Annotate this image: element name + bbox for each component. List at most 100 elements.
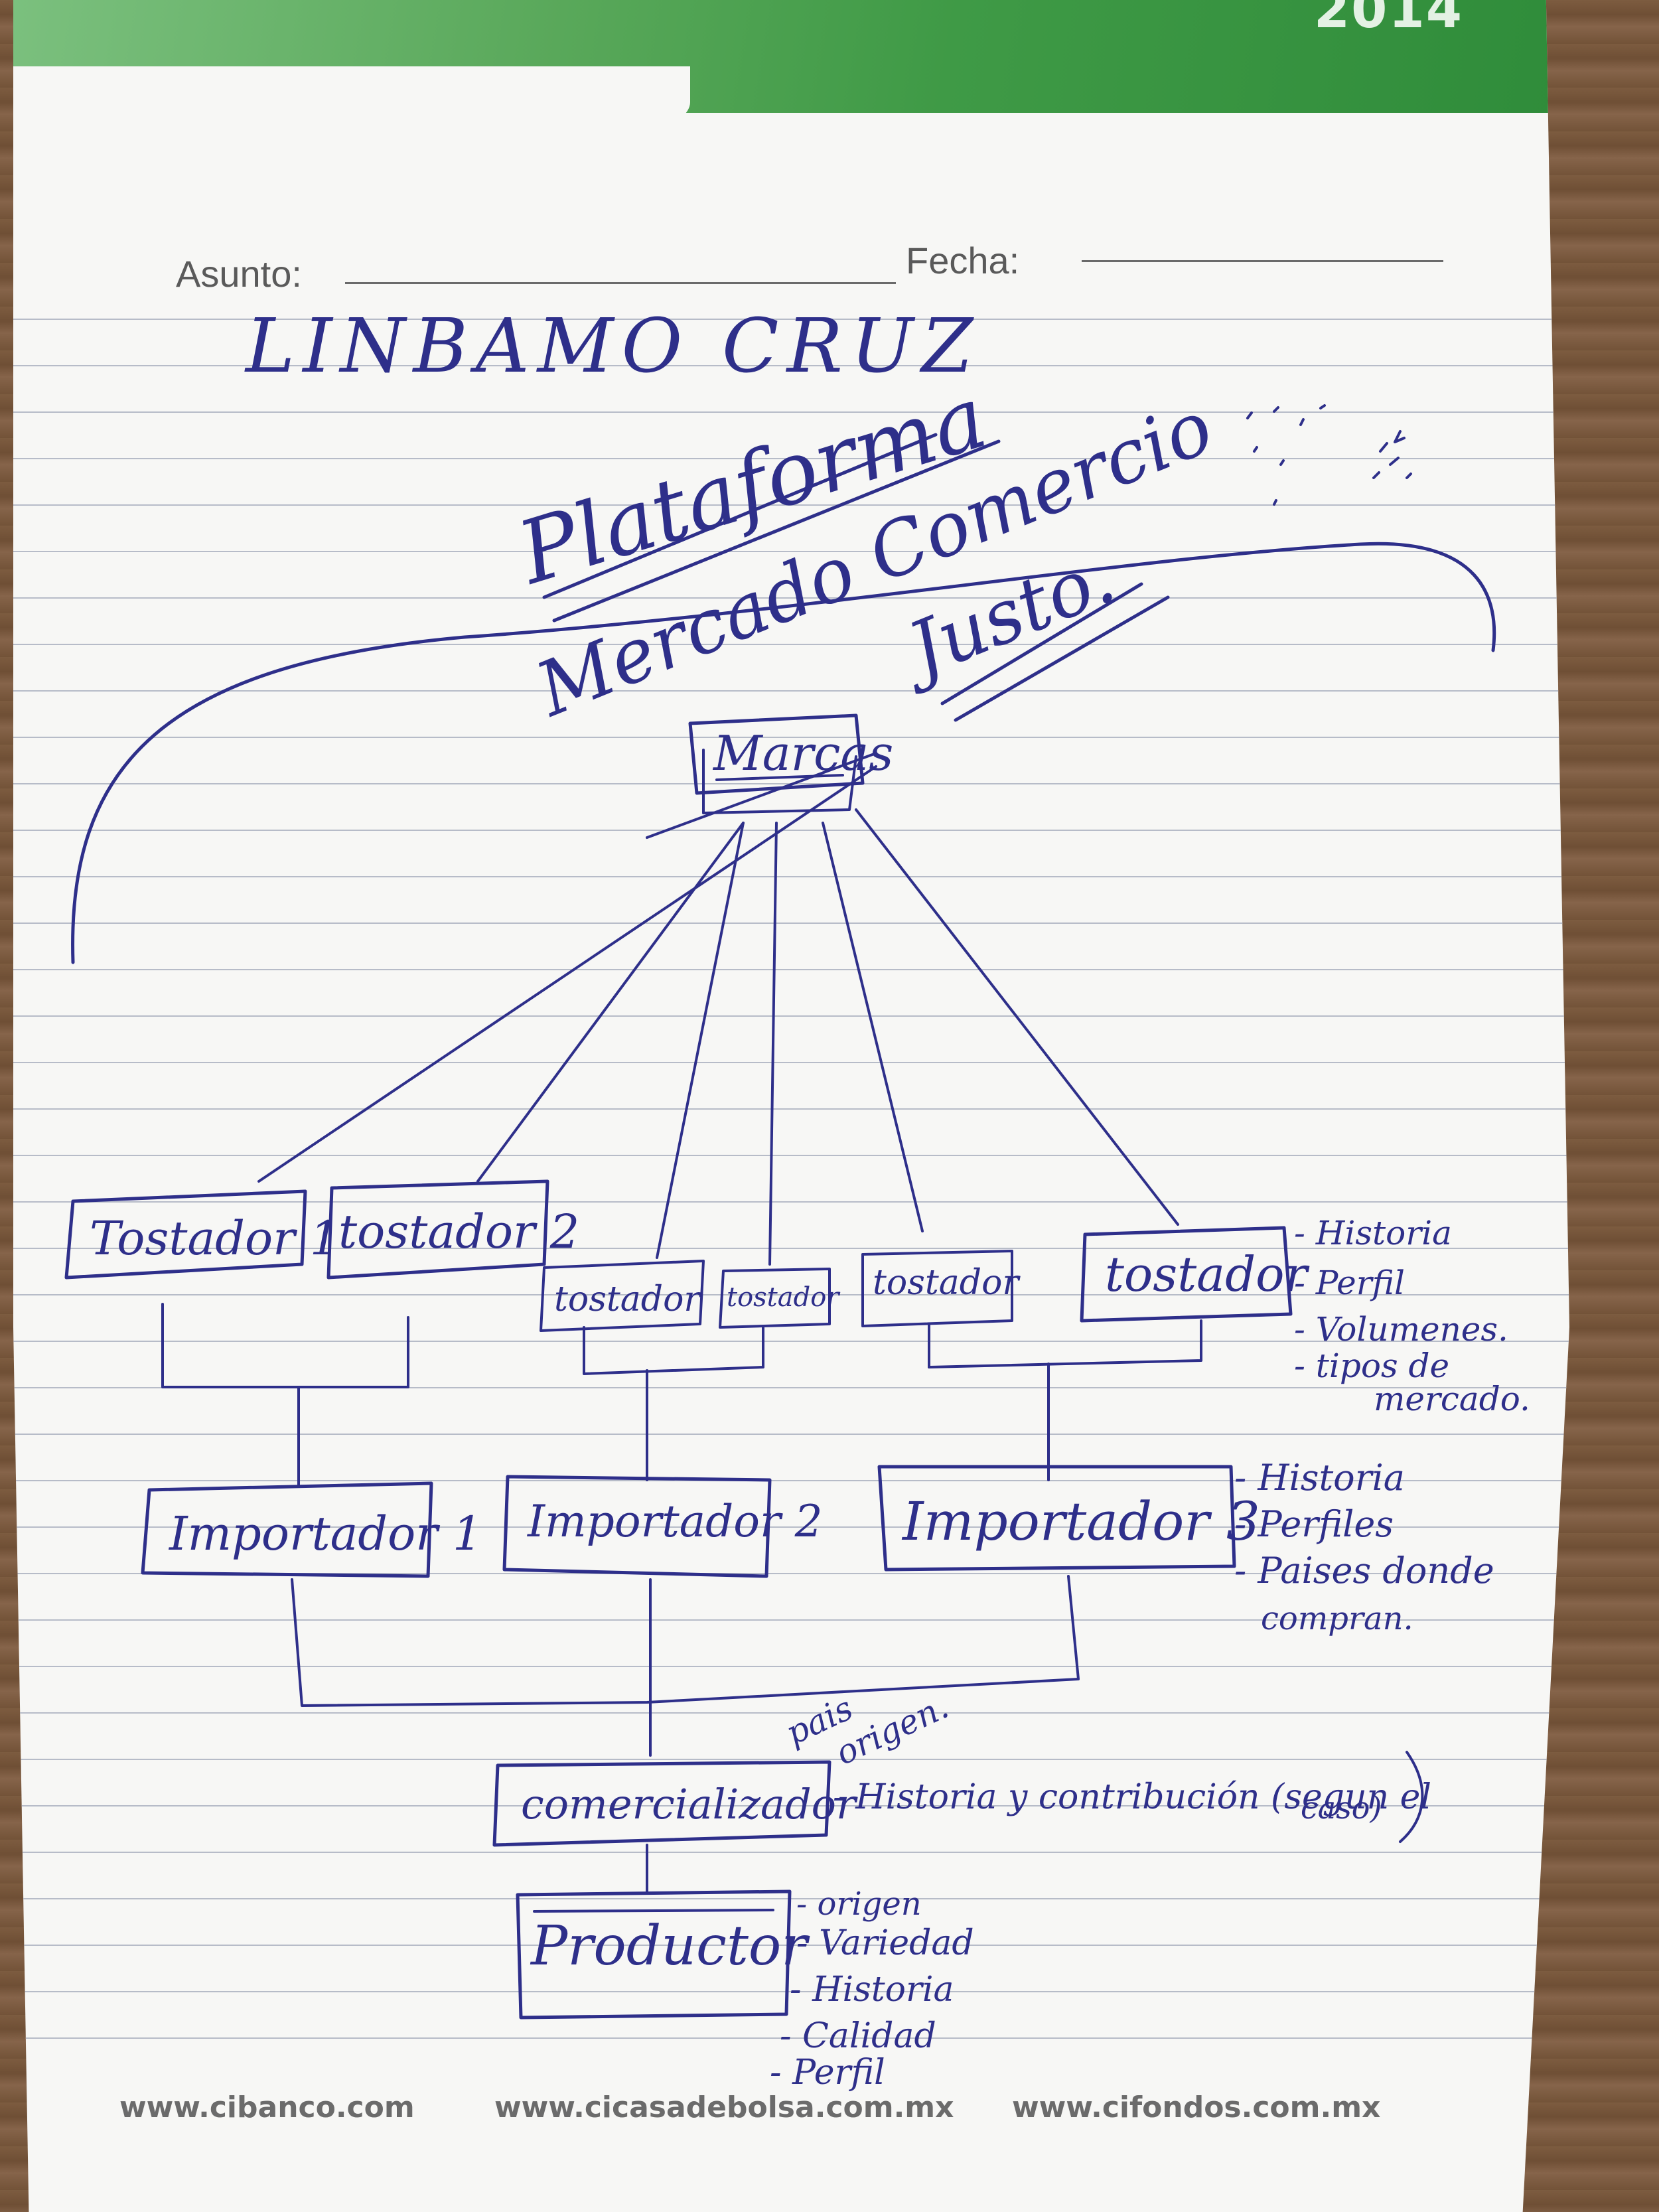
asunto-line — [345, 282, 896, 284]
tostador-importador-connectors — [161, 1303, 1202, 1488]
marcas-box — [688, 713, 865, 795]
ruled-line — [13, 551, 1569, 552]
ruled-line — [13, 597, 1569, 599]
fecha-label: Fecha: — [906, 240, 1020, 281]
ruled-line — [13, 2037, 1569, 2039]
ruled-line — [13, 1387, 1569, 1388]
justo-underline-1 — [940, 582, 1143, 705]
importador-note-4: compran. — [1261, 1600, 1413, 1637]
footer-url-cifondos: www.cifondos.com.mx — [1012, 2091, 1381, 2124]
importador-2-box — [502, 1475, 772, 1578]
ruled-line — [13, 1898, 1569, 1899]
tostador-note-4: - tipos de — [1294, 1347, 1449, 1385]
importador-note-1: - Historia — [1234, 1457, 1405, 1499]
importador-1-text: Importador 1 — [168, 1507, 482, 1561]
importador-note-3: - Paises donde — [1234, 1550, 1494, 1591]
productor-note-3: - Historia — [790, 1970, 954, 2010]
ruled-line — [13, 1434, 1569, 1435]
tostador-2-box — [326, 1179, 549, 1280]
marcas-text: Marcas — [712, 725, 893, 781]
productor-note-1: - origen — [796, 1885, 922, 1923]
ruled-line — [13, 1480, 1569, 1481]
ruled-line — [13, 365, 1569, 366]
ruled-line — [13, 876, 1569, 877]
tostador-small-3-text: tostador — [873, 1263, 1021, 1303]
asunto-label: Asunto: — [176, 253, 302, 295]
ruled-line — [13, 1759, 1569, 1760]
importador-2-text: Importador 2 — [527, 1496, 823, 1547]
ruled-line — [13, 1294, 1569, 1295]
ruled-line — [13, 737, 1569, 738]
ruled-line — [13, 969, 1569, 970]
tostador-right-text: tostador — [1105, 1246, 1310, 1302]
caso-text: caso) — [1301, 1790, 1382, 1826]
tostador-right-box — [1080, 1226, 1293, 1323]
platform-bracket-arc — [71, 542, 1496, 964]
ruled-line — [13, 1155, 1569, 1156]
ruled-line — [13, 644, 1569, 645]
importador-note-2: - Perfiles — [1234, 1503, 1394, 1545]
tostador-note-5: mercado. — [1374, 1380, 1530, 1418]
ruled-line — [13, 1945, 1569, 1946]
origen-text: origen. — [830, 1687, 954, 1773]
marcas-underline — [715, 774, 844, 781]
productor-note-2: - Variedad — [796, 1923, 974, 1963]
tostador-small-2-box — [719, 1268, 831, 1329]
ruled-line — [13, 1526, 1569, 1528]
ruled-line — [13, 922, 1569, 924]
productor-note-4: - Calidad — [780, 2016, 936, 2056]
ruled-line — [13, 1062, 1569, 1063]
productor-text: Productor — [530, 1915, 810, 1978]
comercializador-box — [492, 1760, 831, 1847]
importador-3-text: Importador 3 — [901, 1491, 1260, 1552]
header-year: 2014 — [1313, 0, 1463, 40]
ruled-line — [13, 1108, 1569, 1110]
ruled-line — [13, 319, 1569, 320]
ruled-line — [13, 411, 1569, 413]
importador-1-box — [141, 1481, 433, 1578]
tostador-note-1: - Historia — [1294, 1214, 1452, 1252]
plataforma-underline-2 — [552, 439, 1001, 623]
productor-notes: - origen - Variedad - Historia - Calidad… — [770, 1885, 974, 2093]
ruled-line — [13, 458, 1569, 459]
tostador-small-3-box — [861, 1250, 1013, 1327]
tostador-1-text: Tostador 1 — [90, 1211, 339, 1266]
ruled-line — [13, 1805, 1569, 1806]
closing-paren — [1399, 1751, 1424, 1843]
tostador-small-1-box — [540, 1260, 705, 1332]
tostador-note-2: - Perfil — [1294, 1264, 1405, 1302]
importador-notes: - Historia - Perfiles - Paises donde com… — [1234, 1457, 1494, 1637]
justo-underline-2 — [954, 595, 1170, 722]
ruled-line — [13, 1201, 1569, 1203]
productor-box — [516, 1889, 792, 2020]
footer-url-cicasadebolsa: www.cicasadebolsa.com.mx — [494, 2091, 954, 2124]
ruled-line — [13, 504, 1569, 506]
tostador-2-text: tostador 2 — [338, 1205, 579, 1259]
ruled-line — [13, 1991, 1569, 1992]
ruled-line — [13, 830, 1569, 831]
tostador-small-1-text: tostador — [554, 1280, 702, 1319]
comercializador-note: - Historia y contribución (segun el — [833, 1777, 1431, 1817]
productor-inner-line — [533, 1909, 774, 1913]
ruled-line — [13, 1015, 1569, 1017]
ruled-line — [13, 1248, 1569, 1249]
tostador-notes: - Historia - Perfil - Volumenes. - tipos… — [1294, 1214, 1530, 1418]
notepad-sheet: 2014 Asunto: Fecha: www.cibanco.com www.… — [13, 0, 1569, 2212]
tostador-1-box — [64, 1189, 307, 1280]
tostador-small-2-text: tostador — [727, 1282, 841, 1313]
ruled-line — [13, 1852, 1569, 1853]
fecha-line — [1082, 260, 1443, 262]
tostador-note-3: - Volumenes. — [1294, 1310, 1508, 1349]
ruled-line — [13, 1573, 1569, 1574]
footer-url-cibanco: www.cibanco.com — [119, 2091, 415, 2124]
marcas-connector-lines — [257, 752, 1179, 1266]
sparkle-scribbles — [1246, 404, 1412, 506]
handwritten-name: LINBAMO CRUZ — [244, 303, 981, 390]
importador-3-box — [877, 1465, 1236, 1572]
ruled-line — [13, 1666, 1569, 1667]
importador-comercializador-connectors — [291, 1575, 1080, 1757]
ruled-line — [13, 1341, 1569, 1342]
productor-note-5: - Perfil — [770, 2053, 885, 2093]
comercializador-text: comercializador — [521, 1780, 858, 1828]
